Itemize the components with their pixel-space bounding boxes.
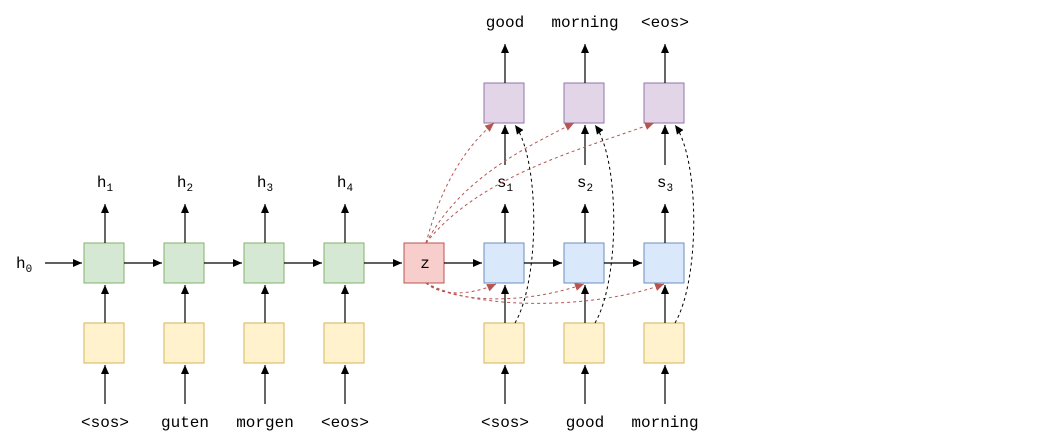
decoder-step-3: morning s3 <eos>: [631, 14, 698, 432]
decoder-step-2: good s2 morning: [551, 14, 618, 432]
encoder-input-label: <eos>: [321, 414, 369, 432]
encoder-step-2: guten h2: [161, 174, 209, 432]
context-vector: z: [403, 242, 445, 284]
encoder-hidden-label: h3: [257, 174, 273, 195]
encoder-embedding-box: [163, 322, 205, 364]
encoder-input-label: guten: [161, 414, 209, 432]
encoder-input-label: <sos>: [81, 414, 129, 432]
encoder-step-4: <eos> h4: [321, 174, 369, 432]
decoder-embedding-box: [643, 322, 685, 364]
decoder-input-label: good: [566, 414, 604, 432]
encoder-embedding-box: [83, 322, 125, 364]
decoder-output-box: [643, 82, 685, 124]
decoder-state-label: s3: [657, 174, 673, 195]
encoder-input-label: morgen: [236, 414, 294, 432]
encoder-step-1: <sos> h1: [81, 174, 129, 432]
decoder-embedding-box: [483, 322, 525, 364]
encoder-step-3: morgen h3: [236, 174, 294, 432]
embedding-to-output-arrow: [514, 124, 535, 324]
encoder-rnn-box: [83, 242, 125, 284]
decoder-output-box: [483, 82, 525, 124]
context-to-output-arrow: [425, 122, 655, 244]
encoder-embedding-box: [323, 322, 365, 364]
context-to-decoder-arrow: [425, 282, 585, 300]
context-vector-label: z: [420, 255, 430, 273]
decoder-input-label: morning: [631, 414, 698, 432]
decoder-rnn-box: [483, 242, 525, 284]
encoder-rnn-box: [163, 242, 205, 284]
decoder-output-label: good: [486, 14, 524, 32]
decoder-state-label: s2: [577, 174, 593, 195]
decoder-output-label: morning: [551, 14, 618, 32]
encoder-hidden-label: h1: [97, 174, 114, 195]
encoder-rnn-box: [243, 242, 285, 284]
encoder-hidden-label: h4: [337, 174, 354, 195]
embedding-to-output-arrow: [674, 124, 695, 324]
embedding-to-output-arrow: [594, 124, 615, 324]
decoder-state-label: s1: [497, 174, 514, 195]
decoder-output-box: [563, 82, 605, 124]
decoder-embedding-box: [563, 322, 605, 364]
encoder-hidden-label: h2: [177, 174, 193, 195]
decoder-step-1: <sos> s1 good: [481, 14, 529, 432]
context-connections: [425, 122, 665, 304]
encoder-rnn-box: [323, 242, 365, 284]
initial-state-label: h0: [16, 255, 32, 276]
context-to-decoder-arrow: [425, 282, 665, 304]
context-to-output-arrow: [425, 122, 495, 244]
embedding-skip-connections: [514, 124, 695, 324]
decoder-output-label: <eos>: [641, 14, 689, 32]
vertical-arrows: [101, 44, 669, 404]
decoder-rnn-box: [643, 242, 685, 284]
decoder-rnn-box: [563, 242, 605, 284]
context-to-decoder-arrow: [425, 282, 497, 294]
context-to-output-arrow: [425, 122, 575, 244]
decoder-input-label: <sos>: [481, 414, 529, 432]
encoder-embedding-box: [243, 322, 285, 364]
